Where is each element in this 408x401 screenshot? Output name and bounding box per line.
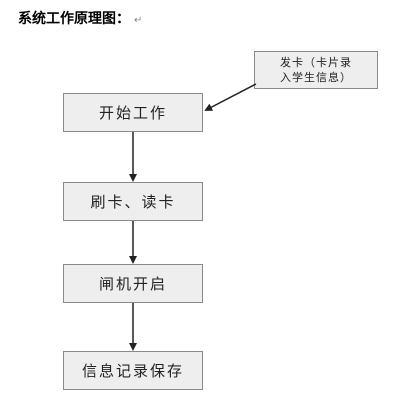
- step-label: 闸机开启: [98, 275, 167, 293]
- arrow-issue-to-start: [204, 83, 257, 111]
- issue-card-line1: 发卡（卡片录: [280, 56, 352, 69]
- issue-card-box: 发卡（卡片录 入学生信息）: [254, 51, 378, 89]
- step-swipe-read-card: 刷卡、读卡: [63, 182, 203, 221]
- step-label: 信息记录保存: [81, 362, 184, 380]
- step-gate-open: 闸机开启: [63, 264, 203, 303]
- step-label: 刷卡、读卡: [90, 193, 176, 211]
- step-record-save: 信息记录保存: [63, 351, 203, 390]
- step-label: 开始工作: [98, 104, 167, 122]
- step-start-work: 开始工作: [63, 93, 203, 132]
- paragraph-mark-icon: ↵: [134, 15, 143, 26]
- issue-card-line2: 入学生信息）: [280, 71, 352, 84]
- diagram-title: 系统工作原理图： ↵: [18, 8, 142, 28]
- title-text: 系统工作原理图：: [18, 11, 130, 27]
